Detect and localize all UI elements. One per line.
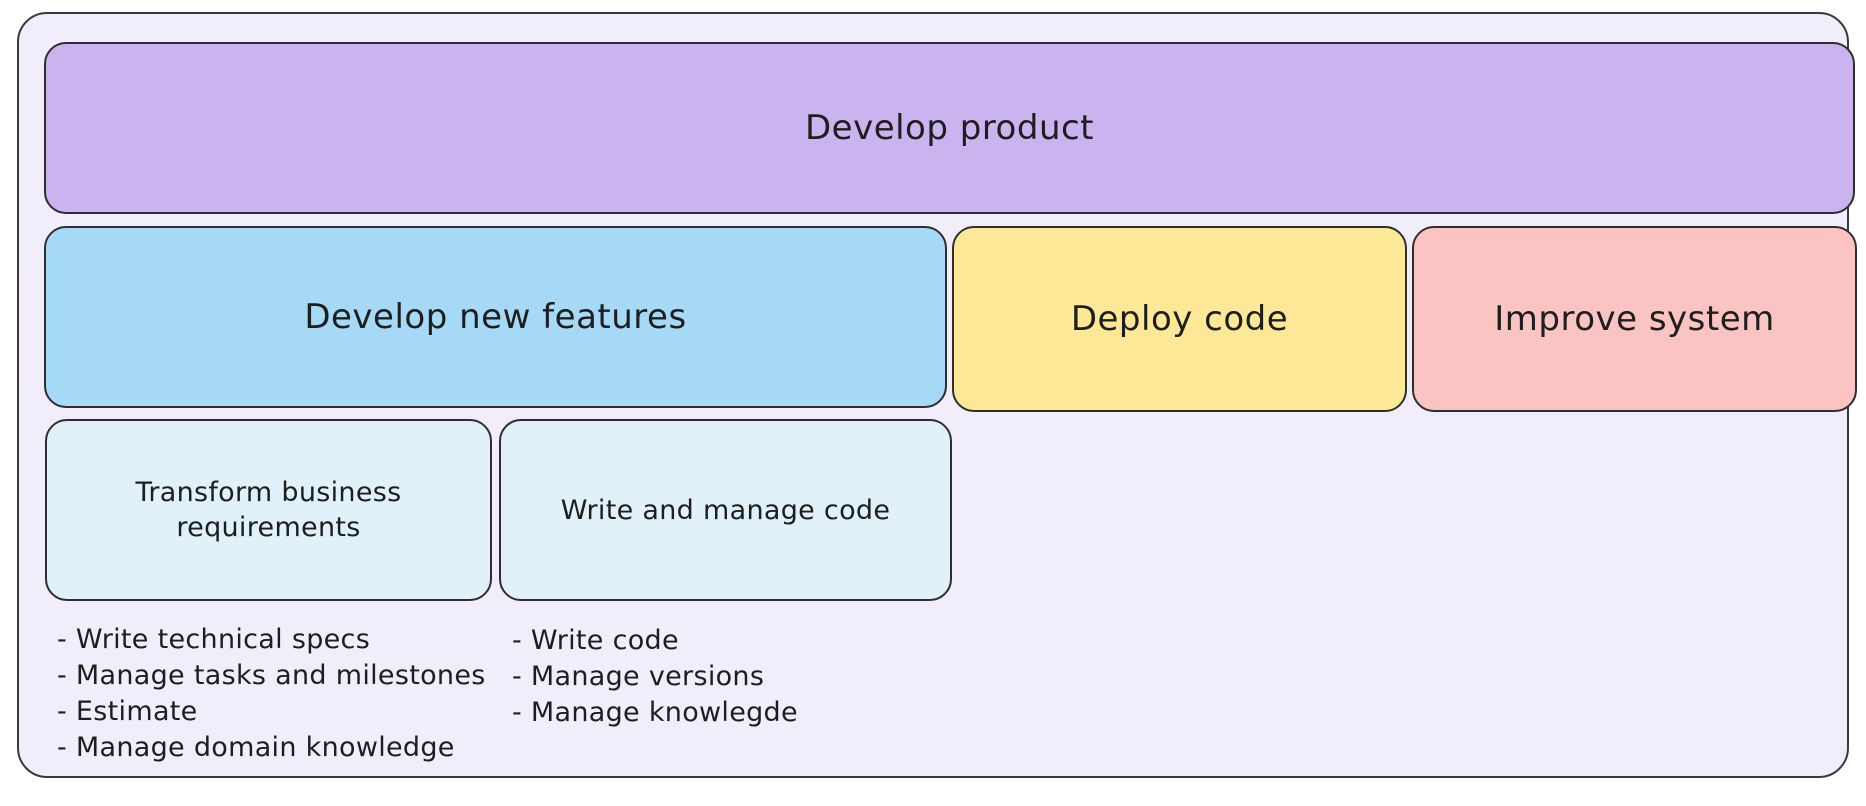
task-list-write-and-manage-code: - Write code - Manage versions - Manage … xyxy=(512,623,798,731)
box-develop-product: Develop product xyxy=(44,42,1855,214)
develop-product-group-container: Develop product Develop new features Dep… xyxy=(17,12,1857,778)
task-list-item: - Write code xyxy=(512,625,679,656)
box-deploy-code-label: Deploy code xyxy=(1070,299,1289,339)
box-transform-business-requirements: Transform business requirements xyxy=(45,419,492,601)
box-improve-system: Improve system xyxy=(1412,226,1857,412)
box-write-and-manage-code-label: Write and manage code xyxy=(560,494,891,526)
box-deploy-code: Deploy code xyxy=(952,226,1407,412)
task-list-transform-business-requirements: - Write technical specs - Manage tasks a… xyxy=(57,622,486,766)
box-develop-new-features: Develop new features xyxy=(44,226,947,408)
task-list-item: - Manage tasks and milestones xyxy=(57,660,486,691)
task-list-item: - Estimate xyxy=(57,696,198,727)
box-develop-product-label: Develop product xyxy=(804,108,1095,148)
box-develop-new-features-label: Develop new features xyxy=(304,297,687,337)
task-list-item: - Manage domain knowledge xyxy=(57,732,455,763)
box-improve-system-label: Improve system xyxy=(1494,299,1775,339)
task-list-item: - Manage knowlegde xyxy=(512,697,798,728)
box-write-and-manage-code: Write and manage code xyxy=(499,419,952,601)
task-list-item: - Write technical specs xyxy=(57,624,371,655)
task-list-item: - Manage versions xyxy=(512,661,765,692)
box-transform-business-requirements-label: Transform business requirements xyxy=(135,477,402,543)
